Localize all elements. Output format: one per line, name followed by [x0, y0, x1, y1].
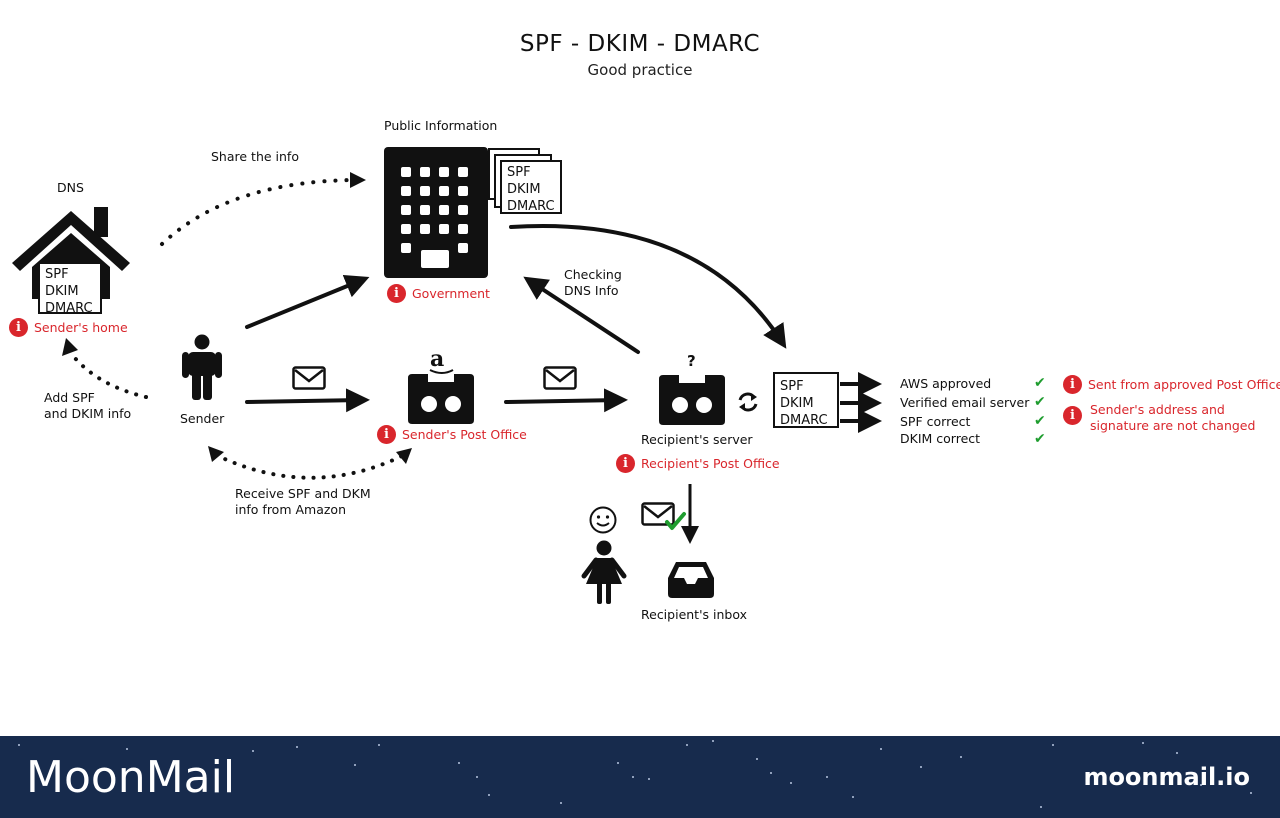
moonmail-site-link[interactable]: moonmail.io [1083, 763, 1250, 791]
envelope-icon [543, 366, 577, 390]
arrow-sender-to-post-office [245, 388, 370, 413]
receive-info-label: Receive SPF and DKM info from Amazon [235, 486, 371, 518]
checkmark-icon: ✔ [1034, 375, 1046, 391]
note-address-unchanged: i Sender's address and signature are not… [1063, 402, 1255, 434]
check-item-label: AWS approved [900, 376, 992, 391]
recipient-server-mailbox-icon [659, 375, 725, 425]
recipients-server-label: Recipient's server [641, 432, 753, 447]
sender-person-icon [182, 334, 222, 400]
checkmark-icon: ✔ [1034, 394, 1046, 410]
moonmail-logo: MoonMail [26, 752, 236, 803]
checkmark-icon: ✔ [1034, 413, 1046, 429]
receive-info-line: info from Amazon [235, 502, 346, 517]
refresh-icon [738, 392, 758, 412]
amazon-logo-icon: a [430, 346, 445, 372]
checking-dns-label: Checking DNS Info [564, 267, 622, 299]
dns-records-box: SPF DKIM DMARC [38, 262, 102, 316]
verification-record: DKIM [780, 396, 814, 411]
question-mark-icon: ? [687, 352, 696, 370]
sender-label: Sender [180, 411, 225, 426]
arrow-receive-info [214, 453, 404, 480]
arrow-sender-to-government [245, 274, 370, 329]
diagram-subtitle: Good practice [587, 61, 693, 79]
share-info-label: Share the info [211, 149, 299, 164]
note-text: Sender's address and [1090, 402, 1225, 417]
senders-post-office-note: i Sender's Post Office [377, 425, 527, 444]
envelope-icon [292, 366, 326, 390]
arrowhead-receive-left [208, 446, 224, 462]
smiley-face-icon [589, 506, 617, 534]
info-icon: i [387, 284, 406, 303]
recipient-person-icon [581, 540, 627, 604]
envelope-verified-icon [641, 502, 686, 530]
dns-record: DKIM [45, 284, 79, 299]
add-info-line: and DKIM info [44, 406, 132, 421]
checking-dns-line: DNS Info [564, 283, 619, 298]
arrowhead-add-info [62, 338, 78, 356]
note-text: Sent from approved Post Office [1088, 377, 1280, 392]
senders-post-office-label: Sender's Post Office [402, 427, 527, 442]
public-record: SPF [507, 165, 531, 180]
public-records-box: SPF DKIM DMARC [500, 160, 562, 214]
info-icon: i [377, 425, 396, 444]
check-item-label: DKIM correct [900, 431, 981, 446]
verification-record: DMARC [780, 413, 828, 428]
info-icon: i [1063, 406, 1082, 425]
government-note: i Government [387, 284, 490, 303]
inbox-tray-icon [668, 562, 714, 598]
add-info-line: Add SPF [44, 390, 95, 405]
checkmark-icon: ✔ [1034, 431, 1046, 447]
footer-banner: MoonMail moonmail.io [0, 736, 1280, 818]
arrowhead-receive-right [396, 448, 412, 464]
public-record: DMARC [507, 199, 555, 214]
dns-record: DMARC [45, 301, 93, 316]
info-icon: i [9, 318, 28, 337]
dns-label: DNS [57, 180, 84, 195]
recipients-post-office-label: Recipient's Post Office [641, 456, 780, 471]
arrow-share-info [160, 178, 362, 246]
dns-record: SPF [45, 267, 69, 282]
add-info-label: Add SPF and DKIM info [44, 390, 131, 422]
check-item-label: Verified email server [900, 395, 1030, 410]
verification-records-box: SPF DKIM DMARC [773, 372, 839, 428]
info-icon: i [616, 454, 635, 473]
connectors-layer [62, 172, 882, 544]
arrow-add-info [68, 350, 148, 399]
arrow-post-office-to-server [504, 388, 628, 413]
verification-record: SPF [780, 379, 804, 394]
public-information-label: Public Information [384, 118, 498, 133]
recipients-inbox-label: Recipient's inbox [641, 607, 747, 622]
arrow-checking-dns [523, 276, 640, 354]
recipients-post-office-note: i Recipient's Post Office [616, 454, 780, 473]
post-office-mailbox-icon [408, 374, 474, 424]
senders-home-note: i Sender's home [9, 318, 128, 337]
checking-dns-line: Checking [564, 267, 622, 282]
arrowhead-share-info [350, 172, 366, 188]
arrow-government-to-checkbox [509, 224, 787, 349]
note-text: signature are not changed [1090, 418, 1256, 433]
government-label: Government [412, 286, 490, 301]
senders-home-label: Sender's home [34, 320, 128, 335]
check-item-label: SPF correct [900, 414, 971, 429]
public-record: DKIM [507, 182, 541, 197]
government-building-icon [384, 147, 488, 278]
diagram-title: SPF - DKIM - DMARC [519, 31, 761, 57]
receive-info-line: Receive SPF and DKM [235, 486, 371, 501]
note-approved-post-office: i Sent from approved Post Office [1063, 375, 1280, 394]
info-icon: i [1063, 375, 1082, 394]
amazon-smile-icon [429, 369, 454, 374]
